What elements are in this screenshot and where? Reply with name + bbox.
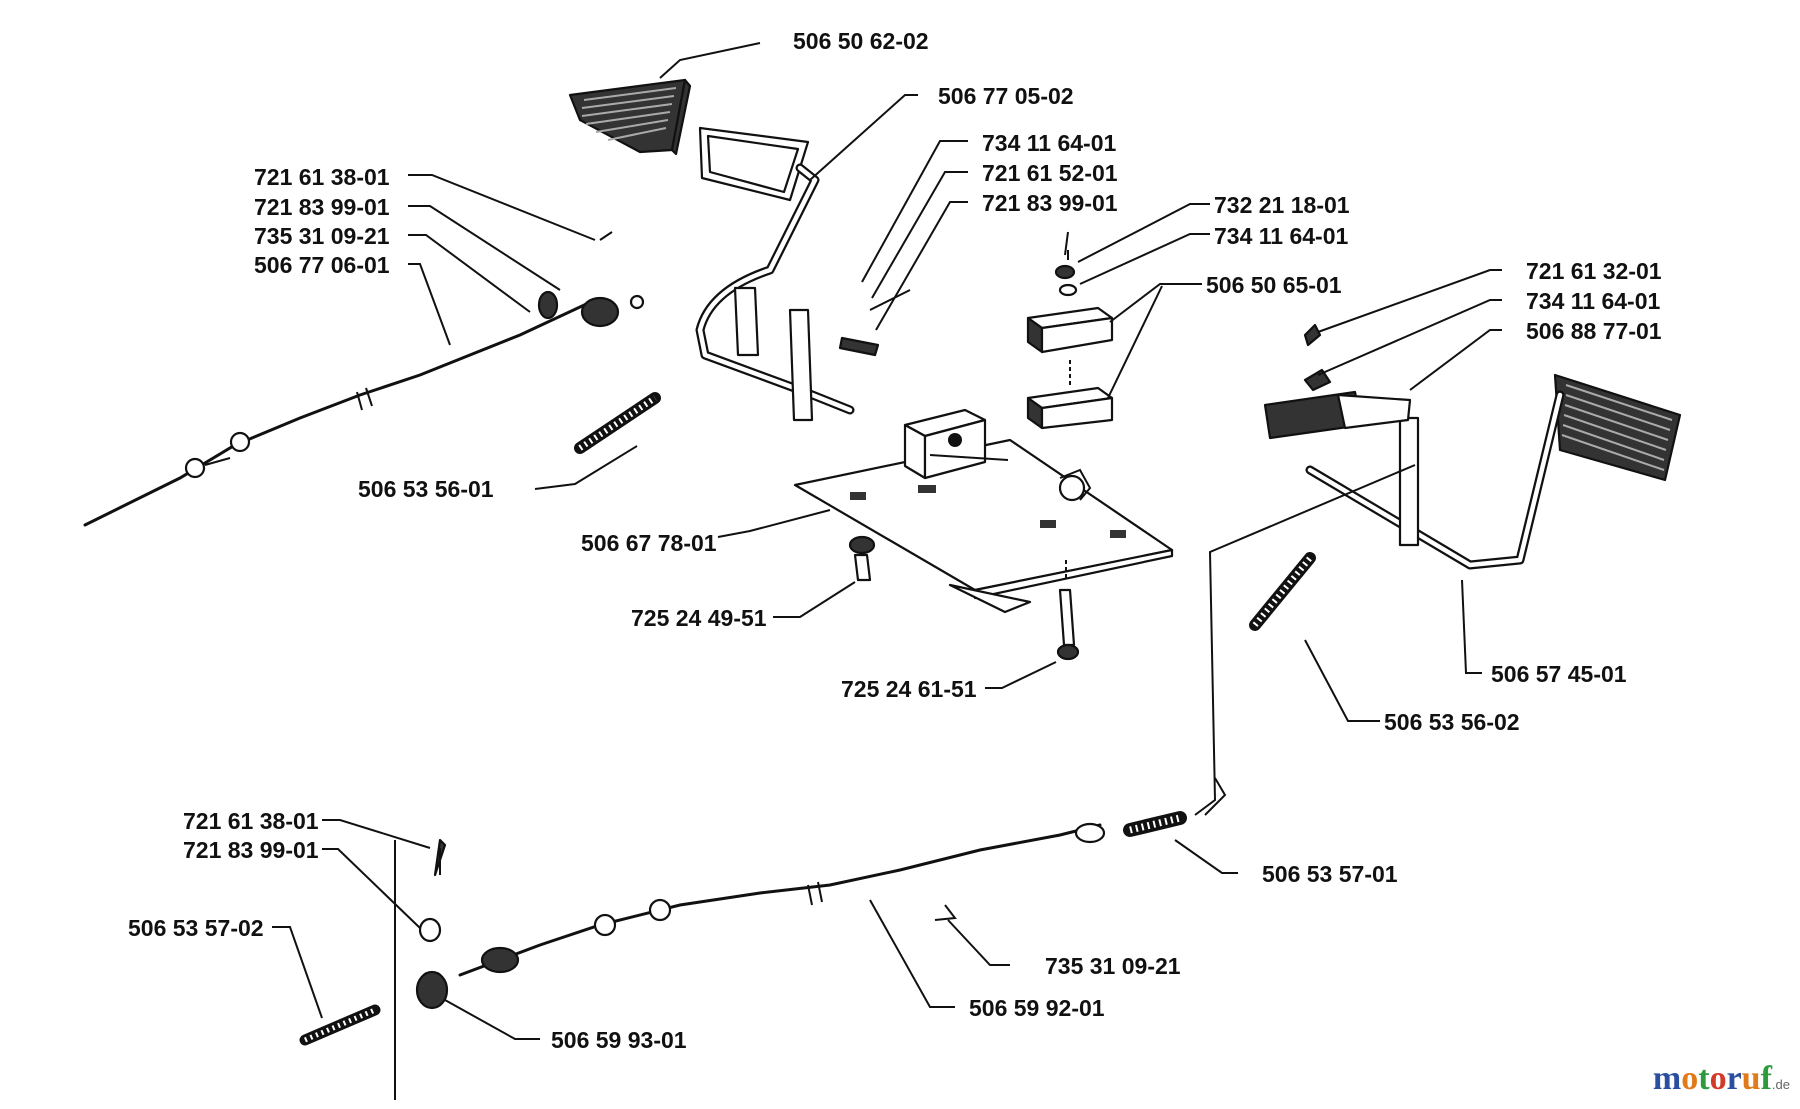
- lower-cable: [394, 777, 1227, 1100]
- spring-506-53-56-02: [1249, 552, 1316, 631]
- part-label: 506 88 77-01: [1526, 318, 1662, 344]
- part-label: 721 83 99-01: [183, 837, 319, 863]
- part-label: 732 21 18-01: [1214, 192, 1350, 218]
- part-label: 506 57 45-01: [1491, 661, 1627, 687]
- spring-506-53-57-02: [299, 1004, 381, 1046]
- left-pedal-arm: [695, 126, 855, 422]
- part-label: 506 77 06-01: [254, 252, 390, 278]
- mount-block: [903, 408, 1009, 480]
- part-label: 506 53 57-02: [128, 915, 264, 941]
- part-label: 721 61 38-01: [254, 164, 390, 190]
- part-label: 734 11 64-01: [1526, 288, 1661, 314]
- part-label: 725 24 49-51: [631, 605, 767, 631]
- part-label: 506 50 65-01: [1206, 272, 1342, 298]
- center-blocks: [1026, 250, 1114, 430]
- spring-506-53-57-01: [1123, 811, 1187, 837]
- part-label: 506 53 57-01: [1262, 861, 1398, 887]
- part-label: 721 83 99-01: [254, 194, 390, 220]
- part-label: 506 67 78-01: [581, 530, 717, 556]
- part-label: 735 31 09-21: [1045, 953, 1181, 979]
- part-label: 506 77 05-02: [938, 83, 1074, 109]
- right-pedal-pad: [1553, 373, 1682, 482]
- pedal-link-line: [1194, 464, 1416, 816]
- upper-cable: [83, 231, 645, 527]
- part-label: 721 61 52-01: [982, 160, 1118, 186]
- watermark-suffix: .de: [1771, 1077, 1790, 1092]
- part-label: 506 59 92-01: [969, 995, 1105, 1021]
- part-label: 506 59 93-01: [551, 1027, 687, 1053]
- part-label: 506 50 62-02: [793, 28, 929, 54]
- left-pedal-pad: [568, 78, 692, 156]
- part-label: 721 83 99-01: [982, 190, 1118, 216]
- part-label: 506 53 56-02: [1384, 709, 1520, 735]
- base-plate: [793, 438, 1174, 614]
- watermark-text: motoruf: [1652, 1060, 1772, 1097]
- part-labels: 506 50 62-02 506 77 05-02 734 11 64-01 7…: [128, 28, 1662, 1053]
- part-label: 734 11 64-01: [982, 130, 1117, 156]
- fasteners: [433, 231, 1332, 877]
- part-label: 725 24 61-51: [841, 676, 977, 702]
- part-label: 721 61 32-01: [1526, 258, 1662, 284]
- spring-506-53-56-01: [574, 392, 661, 454]
- part-label: 721 61 38-01: [183, 808, 319, 834]
- watermark-logo: motoruf.de: [1653, 1060, 1790, 1098]
- part-label: 734 11 64-01: [1214, 223, 1349, 249]
- part-label: 506 53 56-01: [358, 476, 494, 502]
- part-label: 735 31 09-21: [254, 223, 390, 249]
- leader-lines: [272, 42, 1502, 1040]
- right-pedal-arm: [1263, 390, 1565, 570]
